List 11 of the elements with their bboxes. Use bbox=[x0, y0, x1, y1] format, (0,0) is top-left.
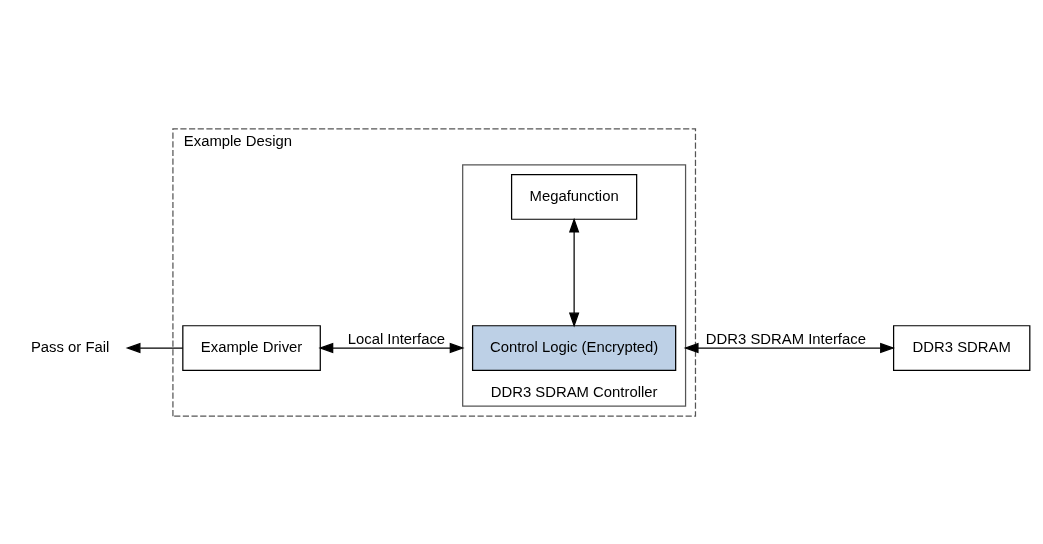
arrow bbox=[683, 342, 895, 353]
edge-label: DDR3 SDRAM Interface bbox=[705, 330, 866, 347]
node-box: DDR3 SDRAM bbox=[893, 324, 1031, 371]
arrow bbox=[568, 217, 580, 327]
arrow bbox=[125, 342, 184, 353]
node-box: Example Driver bbox=[182, 324, 321, 371]
node-box: Control Logic (Encrypted) bbox=[471, 324, 677, 371]
node-box: Megafunction bbox=[510, 173, 638, 220]
node-text: Pass or Fail bbox=[30, 338, 110, 355]
arrow bbox=[318, 342, 465, 353]
edge-label: Local Interface bbox=[347, 330, 446, 347]
